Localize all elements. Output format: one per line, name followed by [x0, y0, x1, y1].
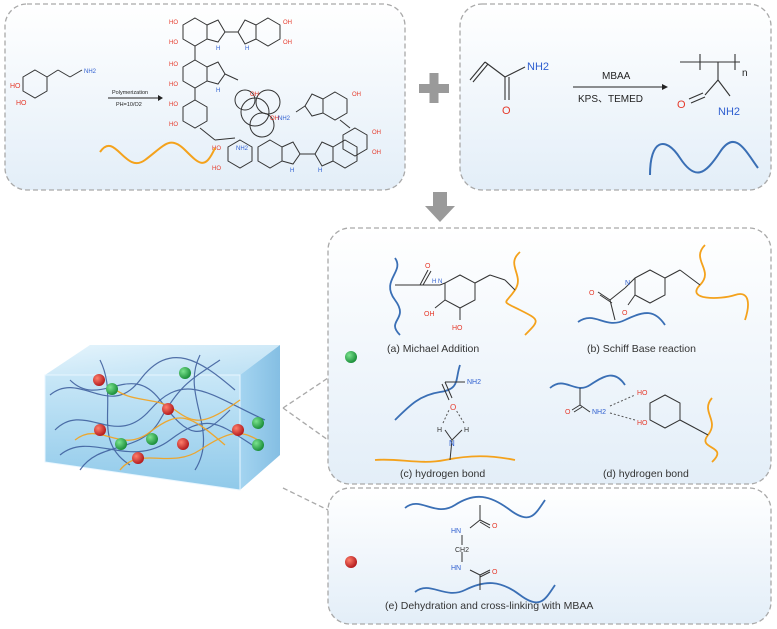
hydrogen-bond-c-structure: NH2 O H H N	[374, 364, 516, 463]
reaction-arrow	[573, 84, 668, 90]
pda-heteroatom-labels: HO HO OH OH H H HO HO H HO HO OH OH NH2 …	[169, 20, 381, 174]
pda-nh-4: H	[290, 168, 294, 174]
plus-sign	[419, 73, 449, 103]
michael-addition-structure: O H N OH HO	[389, 251, 537, 336]
hbond-d-o: O	[565, 409, 571, 416]
crosslink-ch2: CH2	[455, 547, 469, 554]
pda-oh-7: OH	[372, 150, 381, 156]
hydrogen-bond-d-structure: O NH2 HO HO	[549, 374, 719, 463]
pda-nh-1: H	[216, 46, 220, 52]
catalyst-mbaa: MBAA	[602, 71, 631, 82]
pda-ho-2: HO	[169, 40, 178, 46]
pam-n: n	[742, 68, 748, 79]
schiff-n: N	[625, 280, 630, 287]
crosslink-hn1: HN	[451, 528, 461, 535]
catalyst-kps-temed: KPS、TEMED	[578, 94, 643, 105]
pda-chain-legend	[99, 141, 216, 164]
pda-oh-2: OH	[283, 40, 292, 46]
pda-ho-4: HO	[169, 82, 178, 88]
green-node	[252, 417, 264, 429]
hbond-c-nh2: NH2	[467, 379, 481, 386]
pda-nh-5: H	[318, 168, 322, 174]
red-node	[93, 374, 105, 386]
green-node	[179, 367, 191, 379]
label-dehydration-crosslinking: (e) Dehydration and cross-linking with M…	[385, 600, 593, 612]
michael-nh: H N	[432, 279, 442, 285]
hydrogel-cube	[44, 345, 280, 491]
label-hydrogen-bond-c: (c) hydrogen bond	[400, 468, 485, 480]
green-node	[146, 433, 158, 445]
pda-ho-1: HO	[169, 20, 178, 26]
pda-oh-6: OH	[372, 130, 381, 136]
schiff-base-structure: O N O	[577, 244, 749, 326]
pam-synthesis-panel: NH2 O MBAA KPS、TEMED n O NH2	[459, 3, 772, 191]
dopamine-ho-bottom: HO	[16, 100, 27, 107]
red-node	[94, 424, 106, 436]
green-node	[106, 383, 118, 395]
pda-oh-4: OH	[270, 116, 279, 122]
pda-oh-5: OH	[352, 92, 361, 98]
pda-structure	[182, 17, 368, 169]
hbond-d-ho2: HO	[637, 420, 648, 427]
mechanisms-panel: O H N OH HO (a) Michael Addition O N	[327, 227, 772, 485]
hydrogel-network-pam	[49, 354, 266, 471]
red-node	[132, 452, 144, 464]
pda-ho-5: HO	[169, 102, 178, 108]
hbond-c-n: N	[449, 439, 455, 448]
red-node-legend	[345, 556, 357, 568]
pda-oh-1: OH	[283, 20, 292, 26]
polymerization-arrow	[108, 95, 163, 101]
pam-repeat-unit	[680, 54, 740, 104]
michael-ho: HO	[452, 325, 463, 332]
hbond-c-h2: H	[464, 427, 469, 434]
green-node	[115, 438, 127, 450]
pda-nh2-1: NH2	[236, 146, 249, 152]
red-node	[162, 403, 174, 415]
red-node	[177, 438, 189, 450]
mbaa-crosslink-structure	[461, 505, 491, 590]
label-michael-addition: (a) Michael Addition	[387, 343, 479, 355]
acrylamide-nh2: NH2	[527, 61, 549, 73]
polymerization-conditions: PH=10/O2	[116, 102, 142, 108]
dopamine-amine: NH2	[84, 69, 97, 75]
polymerization-label: Polymerization	[112, 90, 148, 96]
pam-o: O	[677, 99, 686, 111]
label-hydrogen-bond-d: (d) hydrogen bond	[603, 468, 689, 480]
pda-ho-3: HO	[169, 62, 178, 68]
hbond-c-o: O	[450, 403, 456, 412]
pda-ho-7: HO	[212, 146, 221, 152]
pda-nh-2: H	[245, 46, 249, 52]
crosslinking-panel: O HN CH2 HN O (e) Dehydration and cross-…	[327, 487, 772, 625]
hbond-d-nh2: NH2	[592, 409, 606, 416]
green-node	[252, 439, 264, 451]
crosslink-o1: O	[492, 523, 498, 530]
pda-oh-3: OH	[250, 92, 259, 98]
michael-o: O	[425, 263, 431, 270]
pda-ho-6: HO	[169, 122, 178, 128]
pda-ho-8: HO	[212, 166, 221, 172]
hbond-c-h1: H	[437, 427, 442, 434]
dopamine-molecule	[22, 69, 83, 99]
pda-nh-3: H	[216, 88, 220, 94]
crosslink-hn2: HN	[451, 565, 461, 572]
pam-nh2: NH2	[718, 106, 740, 118]
pda-synthesis-panel: HO HO NH2 Polymerization PH=10/O2	[4, 3, 406, 191]
label-schiff-base: (b) Schiff Base reaction	[587, 343, 696, 355]
hbond-d-ho1: HO	[637, 390, 648, 397]
pam-chain-legend	[649, 140, 759, 176]
red-node	[232, 424, 244, 436]
down-arrow	[425, 192, 455, 222]
crosslink-o2: O	[492, 569, 498, 576]
acrylamide-molecule	[469, 61, 526, 100]
schiff-o2: O	[622, 310, 628, 317]
callout-connectors	[282, 377, 329, 511]
green-node-legend	[345, 351, 357, 363]
michael-oh: OH	[424, 311, 435, 318]
pda-nh2-2: NH2	[278, 116, 291, 122]
acrylamide-o: O	[502, 105, 511, 117]
dopamine-ho-top: HO	[10, 83, 21, 90]
schiff-o: O	[589, 290, 595, 297]
